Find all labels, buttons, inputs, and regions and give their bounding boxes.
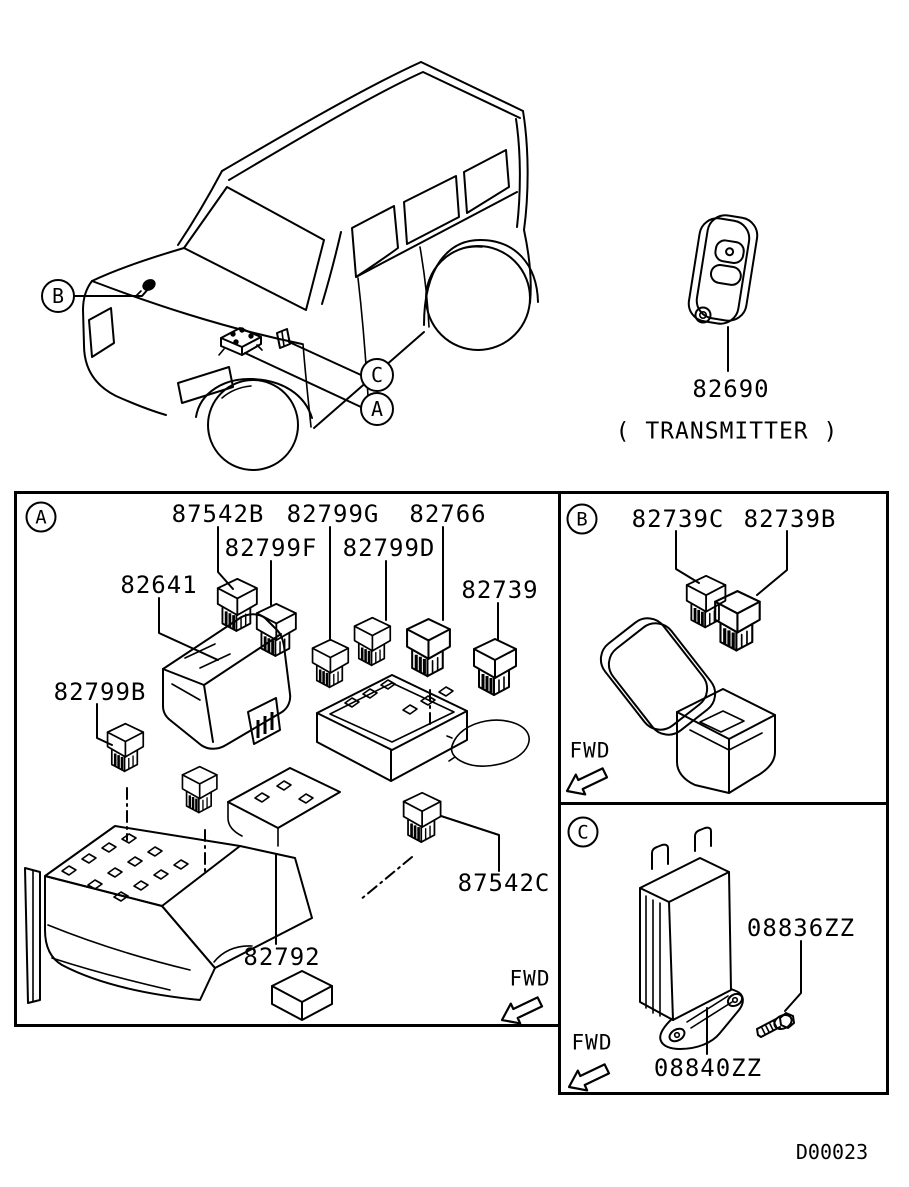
- part-label-82799D: 82799D: [342, 534, 436, 562]
- callout-a-letter: A: [370, 397, 384, 421]
- part-label-82792: 82792: [243, 943, 321, 971]
- relay-box-82641: [162, 613, 292, 750]
- panel-b-artwork: [565, 530, 788, 796]
- diagram-code: D00023: [795, 1140, 869, 1164]
- panel-b-letter-badge: B: [566, 503, 598, 535]
- panel-b-letter: B: [576, 508, 588, 530]
- part-label-82739B: 82739B: [743, 505, 837, 533]
- callout-b: B: [41, 279, 75, 313]
- relay-87542C: [402, 791, 442, 844]
- callout-c-letter: C: [370, 363, 384, 387]
- part-label-82766: 82766: [409, 500, 487, 528]
- callout-c: C: [360, 358, 394, 392]
- part-label-82799G: 82799G: [286, 500, 380, 528]
- panel-c-frame: [558, 802, 889, 1095]
- control-unit-part: [276, 328, 291, 349]
- part-label-87542B: 87542B: [171, 500, 265, 528]
- hood-sensor-part: [135, 279, 156, 297]
- relay-assembly-part: [218, 327, 263, 356]
- fwd-label: FWD: [569, 738, 611, 763]
- part-label-08840ZZ: 08840ZZ: [653, 1054, 763, 1082]
- transmitter-caption: ( TRANSMITTER ): [615, 418, 839, 445]
- relay-82799D: [353, 616, 392, 667]
- relay-82739B: [713, 589, 762, 653]
- panel-a-letter-badge: A: [25, 501, 57, 533]
- leader-callout-a: [244, 352, 362, 408]
- panel-a-artwork: [24, 526, 544, 1025]
- transmitter-illustration: [687, 214, 759, 372]
- relay-82739C: [685, 574, 727, 629]
- screw: [756, 1012, 795, 1038]
- part-label-82799B: 82799B: [53, 678, 147, 706]
- fwd-label: FWD: [509, 966, 551, 991]
- relay-82799B: [106, 722, 145, 773]
- relay-plugged: [181, 765, 219, 814]
- part-label-82739: 82739: [461, 576, 539, 604]
- callout-b-letter: B: [51, 284, 65, 308]
- panel-c-letter-badge: C: [567, 816, 599, 848]
- relay-holder-box: [599, 617, 776, 794]
- fwd-arrow-icon: [567, 1063, 611, 1092]
- part-label-82690: 82690: [692, 375, 770, 403]
- vehicle-illustration: [72, 61, 539, 471]
- callout-a: A: [360, 392, 394, 426]
- middle-socket-panel: [227, 767, 341, 847]
- main-fuse-block: [24, 825, 333, 1021]
- relay-82799F: [255, 602, 298, 658]
- relay-87542B: [216, 577, 259, 633]
- ecu-unit: [639, 826, 744, 1050]
- part-label-87542C: 87542C: [457, 869, 551, 897]
- relay-82766: [405, 617, 452, 678]
- part-label-82739C: 82739C: [631, 505, 725, 533]
- fwd-arrow-icon: [500, 996, 544, 1025]
- fwd-arrow-icon: [565, 767, 609, 796]
- relay-82799G: [311, 638, 350, 689]
- relay-socket-box: [316, 674, 530, 782]
- part-label-82641: 82641: [120, 571, 198, 599]
- fwd-label: FWD: [571, 1030, 613, 1055]
- leader-callout-c: [288, 341, 362, 376]
- panel-c-artwork: [567, 826, 802, 1092]
- leader-callout-b: [72, 287, 150, 297]
- panel-a-letter: A: [35, 506, 47, 528]
- part-label-08836ZZ: 08836ZZ: [746, 914, 856, 942]
- panel-c-letter: C: [577, 821, 589, 843]
- relay-82739: [472, 637, 518, 697]
- part-label-82799F: 82799F: [224, 534, 318, 562]
